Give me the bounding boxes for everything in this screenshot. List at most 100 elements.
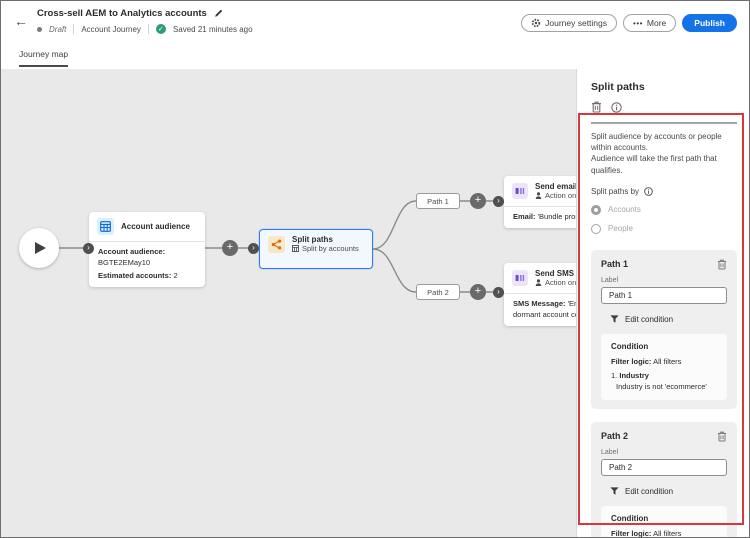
estimated-accounts: Estimated accounts: 2 <box>98 271 196 280</box>
saved-status: Saved 21 minutes ago <box>172 24 253 34</box>
publish-label: Publish <box>694 18 725 28</box>
split-paths-node[interactable]: Split paths Split by accounts <box>259 229 373 269</box>
edit-pencil-icon[interactable] <box>214 9 223 18</box>
condition-summary-card: Condition Filter logic: All filters 1. I… <box>601 505 727 537</box>
filter-logic-label: Filter logic: <box>611 528 652 537</box>
entry-chevron-icon: › <box>493 287 504 298</box>
node-divider <box>89 241 205 242</box>
edit-condition-button[interactable]: Edit condition <box>610 315 727 324</box>
filter-funnel-icon <box>610 487 619 495</box>
path-2-card: Path 2 Label Edit condition Condition <box>591 421 737 537</box>
edit-condition-label: Edit condition <box>625 314 674 324</box>
filter-logic-line: Filter logic: All filters <box>611 529 717 537</box>
add-node-button[interactable]: + <box>222 240 238 256</box>
title-row: Cross-sell AEM to Analytics accounts <box>37 8 223 19</box>
entry-chevron-icon: › <box>83 243 94 254</box>
tab-journey-map[interactable]: Journey map <box>19 49 69 67</box>
node-details: Account audience: BGTE2EMay10 Estimated … <box>89 242 205 287</box>
journey-settings-button[interactable]: Journey settings <box>521 14 618 32</box>
card-header: Path 1 <box>601 259 727 270</box>
publish-button[interactable]: Publish <box>682 14 737 32</box>
journey-settings-label: Journey settings <box>545 18 608 28</box>
status-dot-icon <box>37 26 42 32</box>
email-label: Email: <box>513 212 536 221</box>
delete-path-icon[interactable] <box>717 431 727 442</box>
add-node-button[interactable]: + <box>470 284 486 300</box>
rule-detail-line: Industry is not 'ecommerce' <box>616 382 717 391</box>
estimated-value: 2 <box>173 271 178 280</box>
node-title: Account audience <box>121 222 190 231</box>
path-2-tag[interactable]: Path 2 <box>416 284 460 300</box>
radio-row-people: People <box>591 223 737 234</box>
node-subtitle: Split by accounts <box>292 244 359 253</box>
info-icon[interactable] <box>644 186 653 196</box>
path-card-title: Path 2 <box>601 431 629 442</box>
gear-icon <box>531 18 541 28</box>
split-paths-panel: Split paths Split audience by accounts o… <box>576 69 749 537</box>
people-radio[interactable] <box>591 223 601 234</box>
audience-value: BGTE2EMay10 <box>98 258 151 267</box>
accounts-grid-icon <box>292 245 299 252</box>
node-header: Send email Action on p <box>504 176 639 206</box>
sms-value-line2: dormant account con <box>513 310 584 319</box>
account-audience-node[interactable]: Account audience Account audience: BGTE2… <box>89 212 205 287</box>
filter-logic-value: All filters <box>653 356 682 366</box>
more-button[interactable]: ••• More <box>623 14 677 32</box>
edit-condition-button[interactable]: Edit condition <box>610 487 727 496</box>
split-by-label: Split paths by <box>591 186 640 196</box>
accounts-radio-label: Accounts <box>608 205 641 215</box>
label-field-caption: Label <box>601 276 619 284</box>
entry-chevron-icon: › <box>493 196 504 207</box>
node-header: Send SMS Action on p <box>504 263 639 293</box>
panel-description: Split audience by accounts or people wit… <box>591 131 737 176</box>
node-text: Send SMS Action on p <box>535 269 583 287</box>
node-title: Split paths <box>292 235 333 244</box>
radio-row-accounts: Accounts <box>591 204 737 215</box>
node-header: Split paths Split by accounts <box>260 230 372 258</box>
path-card-title: Path 1 <box>601 259 629 270</box>
rule-number: 1. <box>611 370 618 380</box>
add-node-button[interactable]: + <box>470 193 486 209</box>
entry-chevron-icon: › <box>248 243 259 254</box>
rule-name-line: 1. Industry <box>611 371 717 380</box>
status-label: Draft <box>49 24 67 34</box>
accounts-radio[interactable] <box>591 204 601 215</box>
header: ← Cross-sell AEM to Analytics accounts D… <box>1 1 749 45</box>
action-icon <box>512 270 528 286</box>
back-icon[interactable]: ← <box>14 13 28 29</box>
audience-table-icon <box>97 218 114 235</box>
journey-meta: Draft Account Journey ✓ Saved 21 minutes… <box>37 24 253 34</box>
path-1-label-input[interactable] <box>601 286 727 304</box>
play-icon <box>35 242 46 254</box>
people-radio-label: People <box>608 224 633 234</box>
rule-text: is not 'ecommerce' <box>644 381 707 391</box>
split-share-icon <box>268 235 285 253</box>
filter-funnel-icon <box>610 315 619 323</box>
path-2-label-input[interactable] <box>601 458 727 476</box>
node-text: Split paths Split by accounts <box>292 235 359 253</box>
panel-toolbar <box>591 101 737 113</box>
node-divider <box>504 206 639 207</box>
info-icon[interactable] <box>611 101 622 113</box>
condition-title: Condition <box>611 341 649 351</box>
description-line-1: Split audience by accounts or people wit… <box>591 132 722 153</box>
delete-path-icon[interactable] <box>717 259 727 270</box>
node-details: Email: 'Bundle promo <box>504 207 639 228</box>
node-title: Send email <box>535 182 578 191</box>
card-header: Path 2 <box>601 431 727 442</box>
condition-summary-card: Condition Filter logic: All filters 1. I… <box>601 333 727 400</box>
split-by-row: Split paths by <box>591 187 737 196</box>
node-title: Send SMS <box>535 269 575 278</box>
panel-title: Split paths <box>591 81 645 93</box>
page-title: Cross-sell AEM to Analytics accounts <box>37 8 207 19</box>
path-1-tag[interactable]: Path 1 <box>416 193 460 209</box>
delete-node-icon[interactable] <box>591 101 602 113</box>
node-subtitle-text: Action on p <box>545 278 583 287</box>
node-subtitle-text: Split by accounts <box>302 244 359 253</box>
panel-divider <box>591 122 737 124</box>
journey-start-node[interactable] <box>19 228 59 268</box>
person-icon <box>535 279 542 286</box>
saved-check-icon: ✓ <box>155 24 166 34</box>
label-field-caption: Label <box>601 448 619 456</box>
